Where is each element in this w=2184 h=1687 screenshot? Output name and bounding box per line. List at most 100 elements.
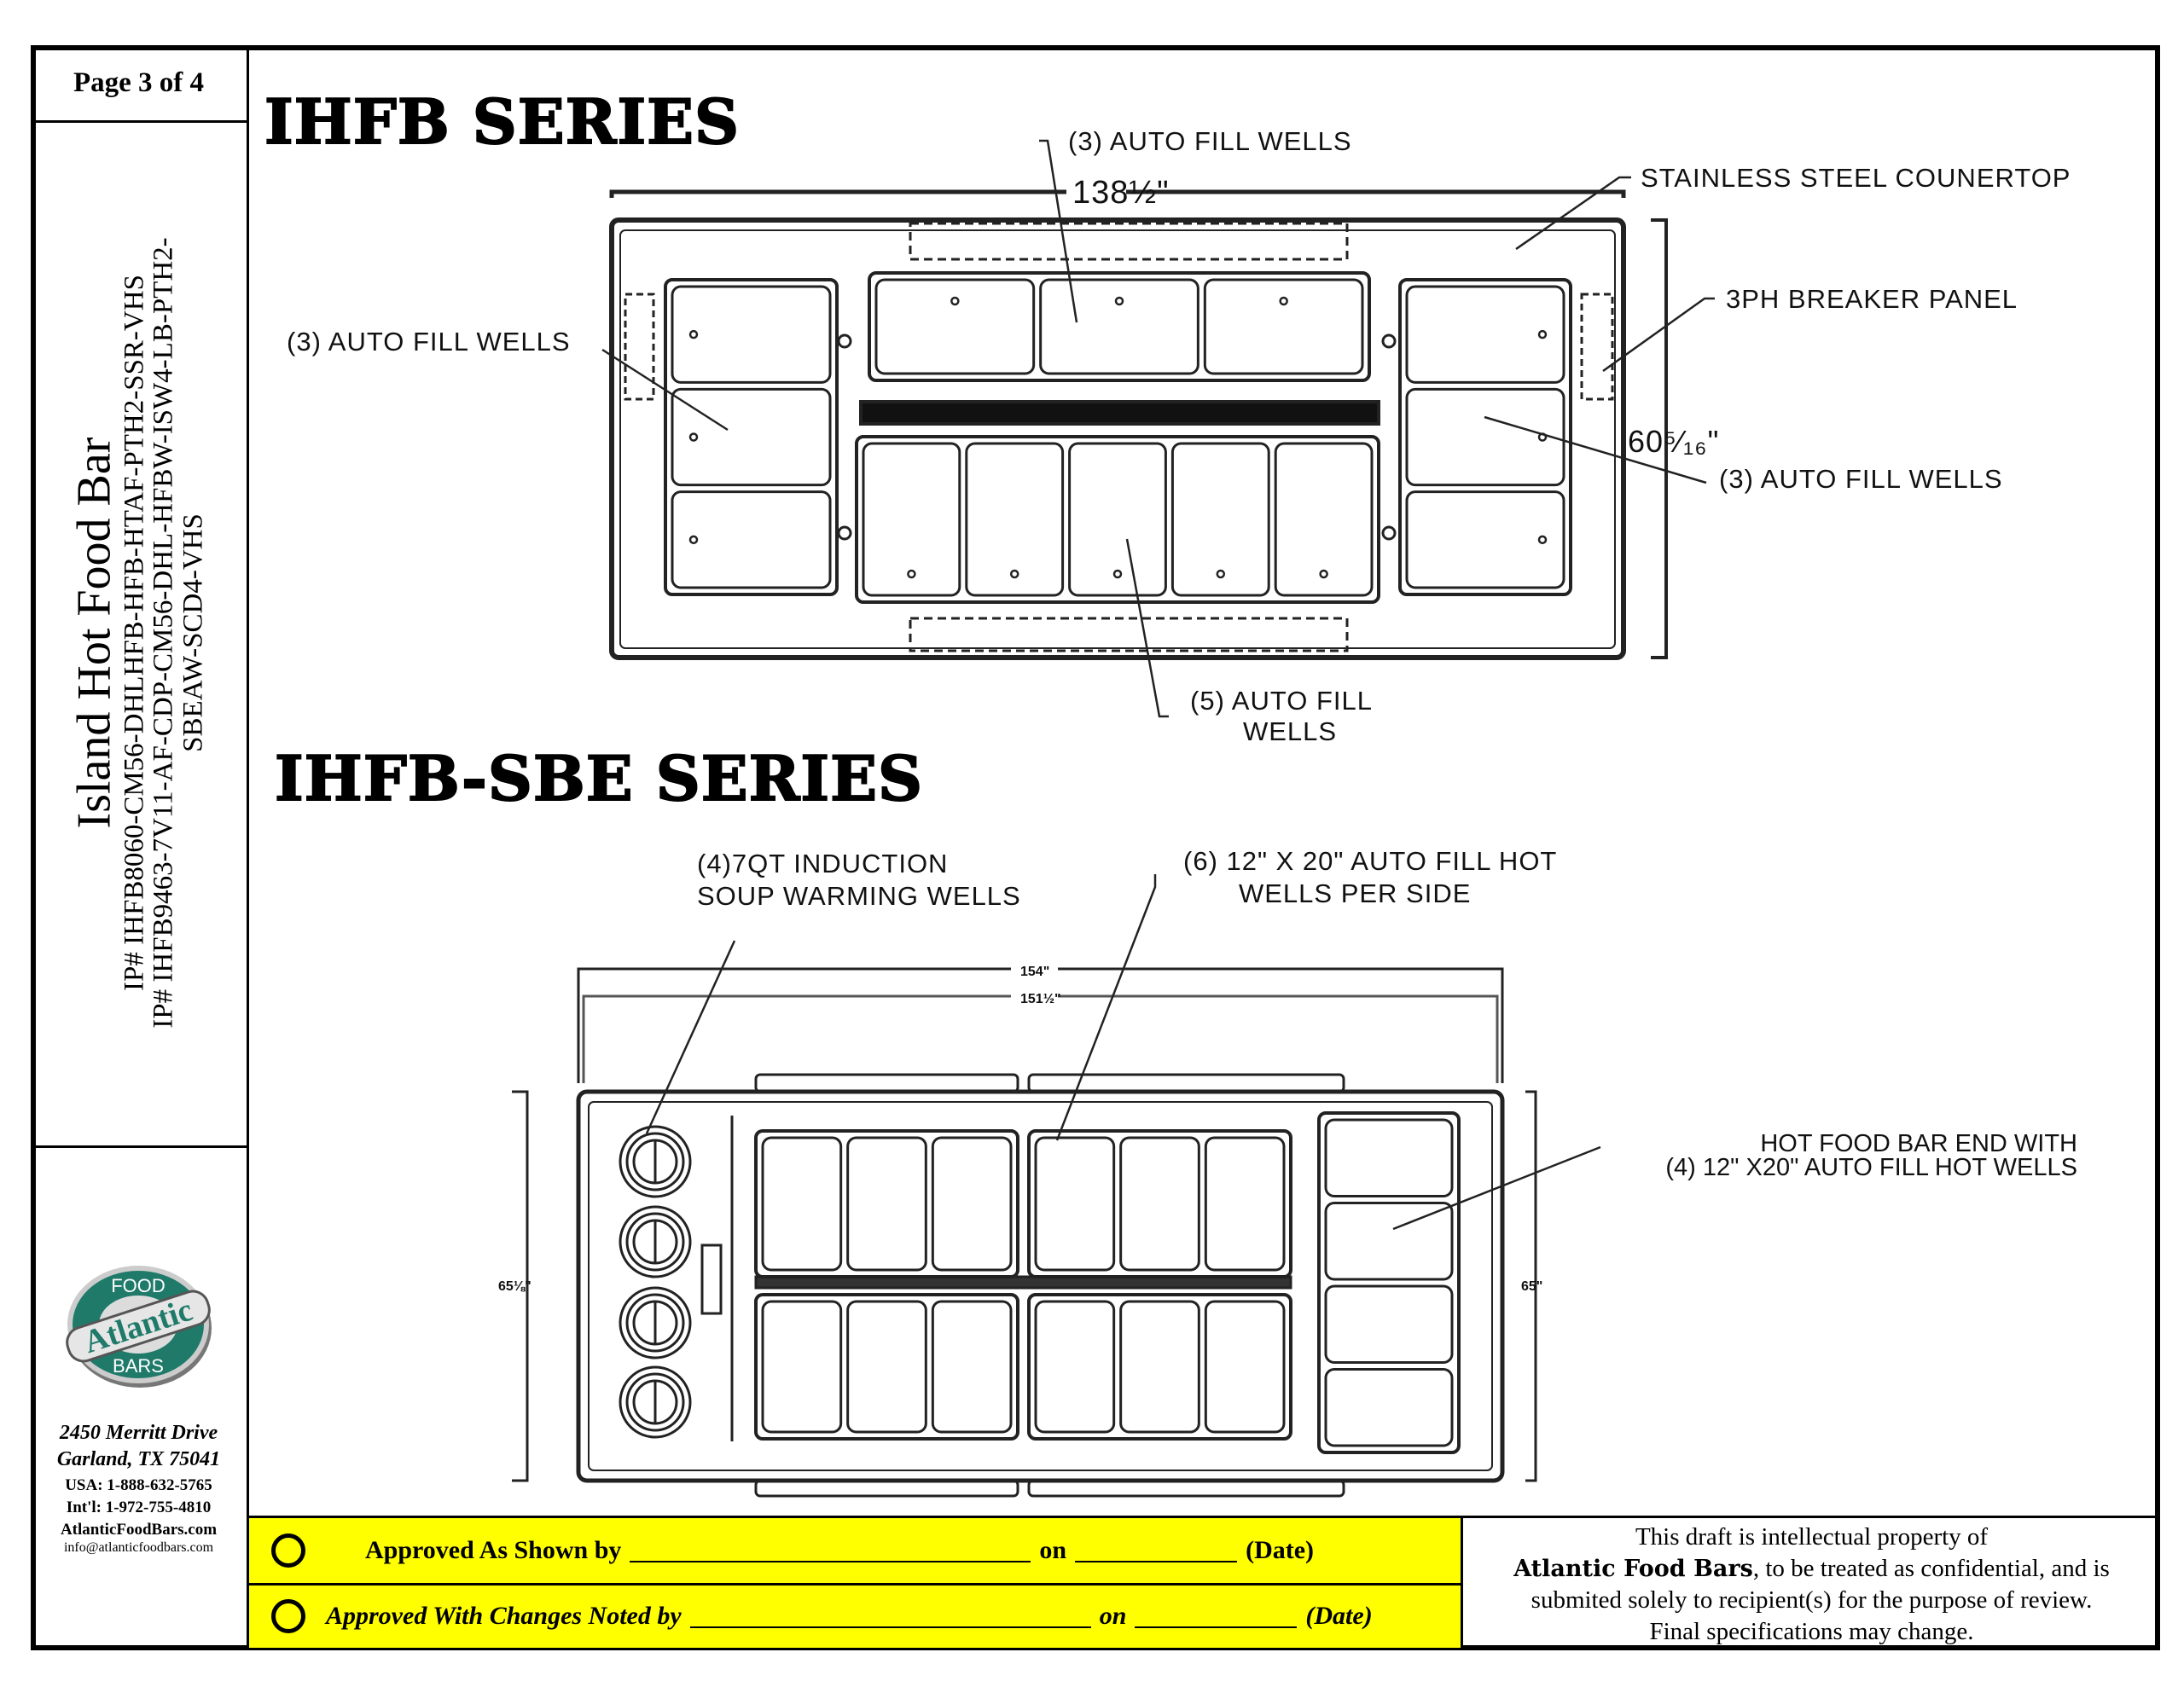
label-top-wells: (3) AUTO FILL WELLS <box>1068 126 1352 156</box>
food-well <box>1119 1300 1200 1434</box>
title-block-sidebar: Page 3 of 4 Island Hot Food Bar IP# IHFB… <box>31 45 249 1650</box>
phone-intl: Int'l: 1-972-755-4810 <box>66 1499 212 1516</box>
drain-dot <box>1537 329 1548 339</box>
well-group <box>754 1293 1019 1441</box>
heading-ihfb-sbe-series: IHFB-SBE SERIES <box>274 741 923 815</box>
ihfb-sbe-plan-drawing <box>512 874 1601 1498</box>
well-group <box>1027 1129 1292 1278</box>
approve-as-shown-radio[interactable] <box>271 1533 305 1568</box>
soup-well <box>625 1293 685 1353</box>
soup-well <box>625 1132 685 1191</box>
ihfb-plan-drawing <box>601 139 1715 718</box>
dim-overall: 154" <box>1020 965 1049 979</box>
drain-dot <box>1114 296 1124 306</box>
approval-box: Approved As Shown by on (Date) Approved … <box>249 1516 1463 1648</box>
bar-outline <box>576 1089 1505 1483</box>
label-soup-wells-1: (4)7QT INDUCTION <box>697 849 948 878</box>
soup-well <box>619 1365 692 1439</box>
width-dimension-line <box>609 189 1626 198</box>
label-hot-wells-2: WELLS PER SIDE <box>1239 878 1471 908</box>
label-end-wells-2: (4) 12" X20" AUTO FILL HOT WELLS <box>1665 1154 2077 1181</box>
drain-dot <box>1216 569 1226 579</box>
food-well <box>1405 285 1565 384</box>
fastener <box>837 525 852 541</box>
notice-line-1: This draft is intellectual property of <box>1635 1523 1989 1551</box>
label-left-wells: (3) AUTO FILL WELLS <box>287 327 571 357</box>
drain-dot <box>1279 296 1288 306</box>
drain-dot <box>688 535 699 545</box>
drain-dot <box>1009 569 1019 579</box>
well-group <box>1398 278 1572 596</box>
food-well <box>1405 387 1565 487</box>
email-link[interactable]: info@atlanticfoodbars.com <box>63 1540 214 1555</box>
breaker-panel <box>1580 293 1614 401</box>
fastener <box>1381 525 1397 541</box>
food-well <box>1324 1284 1454 1364</box>
approve-with-changes-label: Approved With Changes Noted by <box>326 1602 682 1630</box>
phone-usa: USA: 1-888-632-5765 <box>65 1476 212 1494</box>
fastener <box>837 333 852 349</box>
approve-as-shown-label: Approved As Shown by <box>365 1536 622 1564</box>
label-bottom-wells-1: (5) AUTO FILL <box>1190 686 1373 716</box>
approver-name-field[interactable] <box>630 1539 1031 1562</box>
food-well <box>862 442 961 597</box>
food-well <box>1204 1136 1286 1272</box>
drain-dot <box>1319 569 1328 579</box>
food-well <box>761 1136 843 1272</box>
food-well <box>671 285 832 384</box>
food-well <box>1324 1118 1454 1197</box>
food-well <box>846 1136 927 1272</box>
food-well <box>1119 1136 1200 1272</box>
label-soup-wells-2: SOUP WARMING WELLS <box>697 881 1021 911</box>
drain-dot <box>907 569 916 579</box>
dim-inner: 151½" <box>1020 992 1061 1006</box>
food-well <box>874 278 1036 375</box>
dashed-panel-top <box>909 222 1349 261</box>
depth-dimension-line <box>1651 218 1668 659</box>
well-group <box>1317 1111 1461 1454</box>
logo-bars-text: BARS <box>113 1355 164 1377</box>
page-frame <box>31 45 2160 1650</box>
label-end-wells-1: HOT FOOD BAR END WITH <box>1760 1130 2077 1157</box>
food-well <box>1034 1300 1116 1434</box>
date-field[interactable] <box>1075 1539 1238 1562</box>
well-group <box>754 1129 1019 1278</box>
food-well <box>1039 278 1199 375</box>
notice-line-2: , to be treated as confidential, and is <box>1752 1555 2110 1582</box>
page-number: Page 3 of 4 <box>31 45 247 123</box>
drain-dot <box>950 296 960 306</box>
drain-dot <box>688 432 699 442</box>
approver-changes-name-field[interactable] <box>689 1604 1091 1628</box>
fastener <box>1381 333 1397 349</box>
approve-with-changes-radio[interactable] <box>271 1599 305 1633</box>
notice-company: Atlantic Food Bars <box>1513 1556 1753 1582</box>
food-well <box>1324 1202 1454 1281</box>
soup-well <box>619 1205 692 1278</box>
food-well <box>1203 278 1364 375</box>
approval-row-with-changes: Approved With Changes Noted by on (Date) <box>249 1584 1461 1649</box>
dim-right: 65" <box>1521 1279 1542 1294</box>
label-breaker-panel: 3PH BREAKER PANEL <box>1726 284 2018 314</box>
well-group <box>855 435 1380 604</box>
date-label-2: (Date) <box>1305 1602 1373 1630</box>
website-link[interactable]: AtlanticFoodBars.com <box>60 1521 218 1539</box>
address-line-1: 2450 Merritt Drive <box>59 1422 218 1444</box>
logo-food-text: FOOD <box>111 1275 166 1296</box>
notice-line-4: Final specifications may change. <box>1649 1618 1974 1645</box>
food-well <box>671 490 832 589</box>
drain-dot <box>1537 535 1548 545</box>
label-bottom-wells-2: WELLS <box>1243 716 1337 746</box>
dashed-panel-bottom <box>909 617 1349 652</box>
drain-dot <box>1112 569 1123 579</box>
soup-well <box>625 1372 685 1432</box>
drain-dot <box>688 329 699 339</box>
approval-row-as-shown: Approved As Shown by on (Date) <box>249 1518 1461 1586</box>
address-line-2: Garland, TX 75041 <box>56 1448 221 1470</box>
food-well <box>846 1300 927 1434</box>
food-well <box>931 1300 1013 1434</box>
food-well <box>1170 442 1270 597</box>
date-field-2[interactable] <box>1135 1604 1298 1628</box>
food-well <box>965 442 1065 597</box>
food-well <box>931 1136 1013 1272</box>
label-right-wells: (3) AUTO FILL WELLS <box>1719 464 2003 494</box>
